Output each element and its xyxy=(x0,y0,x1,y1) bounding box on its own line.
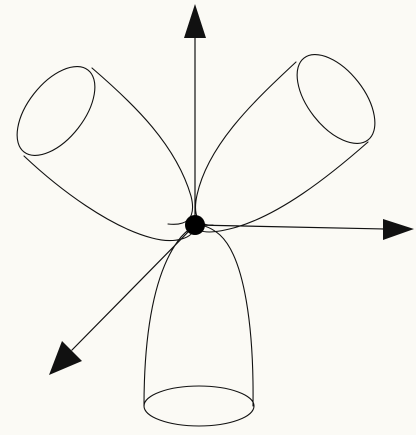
down-left-arrowhead xyxy=(49,341,82,375)
upper-right-lobe xyxy=(195,41,390,232)
upper-right-lobe-end-ellipse xyxy=(282,41,390,157)
upper-right-lobe-outline xyxy=(195,62,296,225)
upper-left-lobe-outline xyxy=(92,68,193,224)
right-axis-line xyxy=(195,225,384,229)
origin-dot xyxy=(185,215,205,235)
right-arrowhead xyxy=(383,219,414,240)
bottom-lobe-outline xyxy=(144,225,253,406)
upper-right-lobe-outline xyxy=(195,142,368,232)
bottom-lobe-end-ellipse xyxy=(144,386,254,426)
upper-left-lobe-outline xyxy=(24,156,195,240)
upper-left-lobe xyxy=(2,53,195,241)
bottom-lobe xyxy=(144,225,254,426)
up-arrowhead xyxy=(184,4,206,38)
